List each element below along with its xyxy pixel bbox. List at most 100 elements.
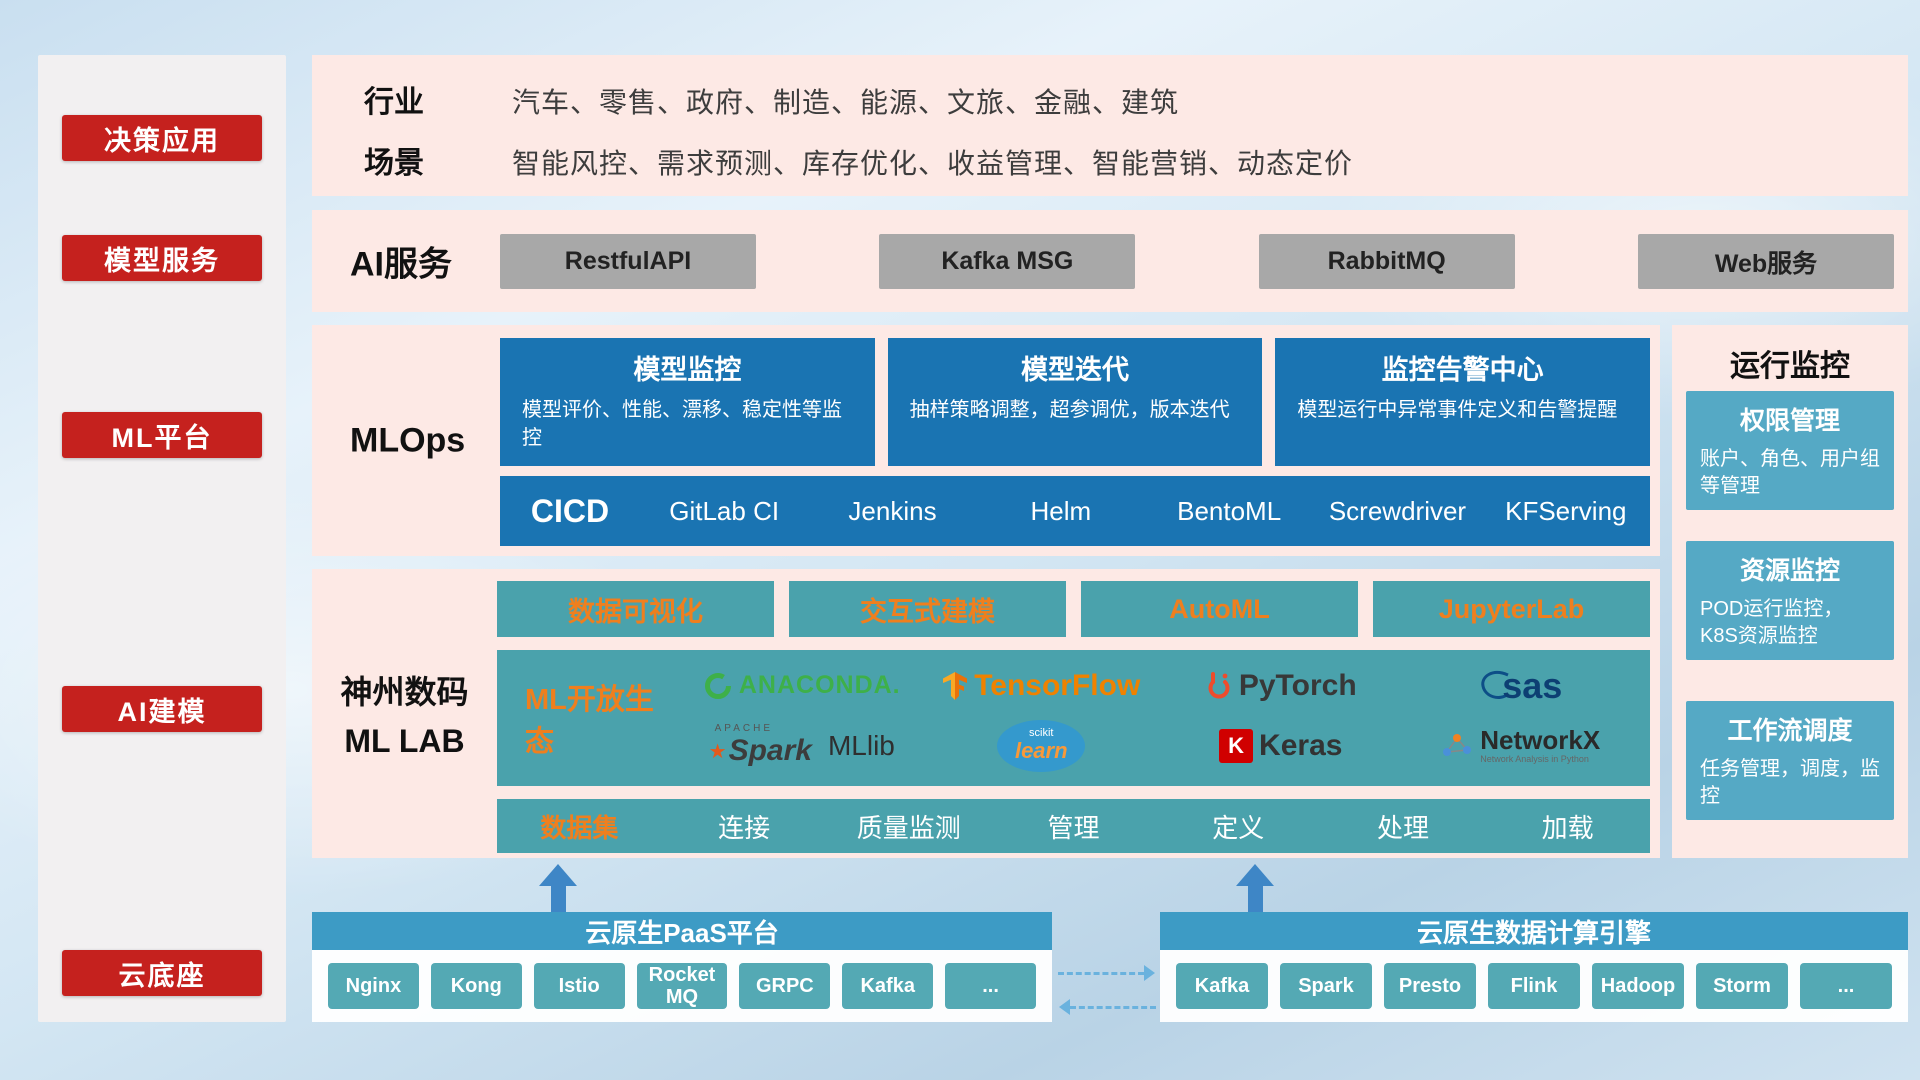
tensorflow-text: TensorFlow bbox=[974, 668, 1141, 702]
spark-mllib-logo: APACHE ★ Spark MLlib bbox=[709, 723, 895, 768]
apache-label: APACHE bbox=[714, 723, 774, 734]
runtime-monitoring-panel: 运行监控 权限管理 账户、角色、用户组等管理 资源监控 POD运行监控，K8S资… bbox=[1672, 325, 1908, 858]
sidebar-item-ml-platform[interactable]: ML平台 bbox=[62, 412, 262, 458]
paas-chip-nginx[interactable]: Nginx bbox=[328, 963, 419, 1009]
ai-service-buttons: RestfulAPI Kafka MSG RabbitMQ Web服务 bbox=[500, 234, 1894, 289]
sas-text: sas bbox=[1502, 664, 1563, 706]
industry-row: 行业 汽车、零售、政府、制造、能源、文旅、金融、建筑 bbox=[364, 77, 1888, 121]
anaconda-logo: ANACONDA. bbox=[703, 671, 901, 701]
tensorflow-logo: TensorFlow bbox=[942, 669, 1140, 703]
scene-row: 场景 智能风控、需求预测、库存优化、收益管理、智能营销、动态定价 bbox=[364, 138, 1888, 182]
sidebar-item-decision-apps[interactable]: 决策应用 bbox=[62, 115, 262, 161]
engine-chip-storm[interactable]: Storm bbox=[1696, 963, 1788, 1009]
kafka-msg-button[interactable]: Kafka MSG bbox=[879, 234, 1136, 289]
paas-chip-grpc[interactable]: GRPC bbox=[739, 963, 831, 1009]
cicd-item-jenkins: Jenkins bbox=[848, 495, 937, 526]
dashed-arrow-left bbox=[1070, 1006, 1156, 1009]
keras-text: Keras bbox=[1259, 728, 1343, 762]
dataset-bar: 数据集 连接 质量监测 管理 定义 处理 加载 bbox=[497, 799, 1650, 853]
paas-chip-kong[interactable]: Kong bbox=[430, 963, 522, 1009]
cicd-bar: CICD GitLab CI Jenkins Helm BentoML Scre… bbox=[500, 476, 1650, 546]
mllab-panel: 神州数码 ML LAB 数据可视化 交互式建模 AutoML JupyterLa… bbox=[312, 569, 1660, 858]
pytorch-icon bbox=[1208, 671, 1230, 698]
engine-chip-hadoop[interactable]: Hadoop bbox=[1592, 963, 1684, 1009]
dataset-step-process: 处理 bbox=[1376, 812, 1429, 843]
sidebar-item-ai-modeling[interactable]: AI建模 bbox=[62, 686, 262, 732]
spark-text: Spark bbox=[728, 734, 812, 767]
spark-wordmark: APACHE ★ Spark bbox=[709, 723, 812, 768]
card-desc: 模型运行中异常事件定义和告警提醒 bbox=[1297, 399, 1618, 421]
mlops-cards: 模型监控 模型评价、性能、漂移、稳定性等监控 模型迭代 抽样策略调整，超参调优，… bbox=[500, 338, 1651, 466]
scikit-label: scikit bbox=[1029, 726, 1054, 739]
ml-ecosystem-box: ML开放生态 ANACONDA. TensorFlow bbox=[497, 650, 1650, 786]
card-title: 模型迭代 bbox=[1021, 355, 1129, 385]
scikit-learn-blob: scikit learn bbox=[997, 719, 1086, 772]
dashed-arrow-right bbox=[1058, 972, 1144, 975]
web-service-button[interactable]: Web服务 bbox=[1637, 234, 1894, 289]
paas-chip-istio[interactable]: Istio bbox=[533, 963, 625, 1009]
restfulapi-button[interactable]: RestfulAPI bbox=[500, 234, 756, 289]
paas-platform-header: 云原生PaaS平台 bbox=[312, 912, 1052, 950]
mlops-label: MLOps bbox=[350, 421, 466, 459]
cicd-label: CICD bbox=[530, 492, 610, 529]
card-title: 工作流调度 bbox=[1727, 717, 1853, 745]
tool-interactive-modeling[interactable]: 交互式建模 bbox=[789, 581, 1066, 637]
industry-list: 汽车、零售、政府、制造、能源、文旅、金融、建筑 bbox=[512, 87, 1180, 118]
tool-data-visualization[interactable]: 数据可视化 bbox=[497, 581, 774, 637]
networkx-logo: NetworkX Network Analysis in Python bbox=[1440, 726, 1600, 764]
mlops-panel: MLOps 模型监控 模型评价、性能、漂移、稳定性等监控 模型迭代 抽样策略调整… bbox=[312, 325, 1660, 556]
pytorch-text: PyTorch bbox=[1238, 668, 1357, 702]
anaconda-icon bbox=[704, 672, 731, 699]
tool-automl[interactable]: AutoML bbox=[1081, 581, 1358, 637]
ai-service-label: AI服务 bbox=[350, 245, 452, 284]
model-monitoring-card: 模型监控 模型评价、性能、漂移、稳定性等监控 bbox=[500, 338, 875, 466]
dataset-step-define: 定义 bbox=[1212, 812, 1265, 843]
sas-logo: sas bbox=[1478, 665, 1562, 707]
model-iteration-card: 模型迭代 抽样策略调整，超参调优，版本迭代 bbox=[887, 338, 1263, 466]
engine-chip-presto[interactable]: Presto bbox=[1384, 963, 1476, 1009]
scikit-learn-logo: scikit learn bbox=[997, 719, 1086, 772]
cicd-item-bentoml: BentoML bbox=[1177, 495, 1282, 526]
card-desc: 任务管理，调度，监控 bbox=[1700, 758, 1880, 807]
paas-chip-more[interactable]: ... bbox=[945, 963, 1037, 1009]
dashed-arrow-left-head bbox=[1059, 999, 1070, 1015]
paas-chip-rocketmq[interactable]: RocketMQ bbox=[636, 963, 728, 1009]
engine-chip-spark[interactable]: Spark bbox=[1280, 963, 1372, 1009]
paas-chip-kafka[interactable]: Kafka bbox=[842, 963, 934, 1009]
sidebar-item-model-service[interactable]: 模型服务 bbox=[62, 235, 262, 281]
card-title: 权限管理 bbox=[1739, 407, 1840, 435]
dashed-arrow-right-head bbox=[1144, 965, 1155, 981]
runtime-monitoring-title: 运行监控 bbox=[1730, 350, 1850, 383]
card-desc: 模型评价、性能、漂移、稳定性等监控 bbox=[522, 399, 842, 449]
workflow-scheduling-card: 工作流调度 任务管理，调度，监控 bbox=[1686, 701, 1894, 820]
card-desc: 抽样策略调整，超参调优，版本迭代 bbox=[909, 399, 1230, 421]
scene-list: 智能风控、需求预测、库存优化、收益管理、智能营销、动态定价 bbox=[512, 148, 1354, 179]
ml-ecosystem-label: ML开放生态 bbox=[525, 684, 654, 758]
sidebar-item-cloud-base[interactable]: 云底座 bbox=[62, 950, 262, 996]
pytorch-logo: PyTorch bbox=[1205, 669, 1357, 703]
dataset-step-load: 加载 bbox=[1541, 812, 1594, 843]
networkx-text: NetworkX bbox=[1480, 725, 1601, 756]
business-panel: 行业 汽车、零售、政府、制造、能源、文旅、金融、建筑 场景 智能风控、需求预测、… bbox=[312, 55, 1908, 196]
keras-k-icon: K bbox=[1219, 728, 1254, 763]
anaconda-text: ANACONDA. bbox=[738, 671, 901, 699]
ai-service-panel: AI服务 RestfulAPI Kafka MSG RabbitMQ Web服务 bbox=[312, 210, 1908, 312]
left-category-sidebar: 决策应用 模型服务 ML平台 AI建模 云底座 bbox=[38, 55, 286, 1022]
engine-chip-more[interactable]: ... bbox=[1800, 963, 1892, 1009]
cicd-item-kfserving: KFServing bbox=[1505, 495, 1627, 526]
spark-star-icon: ★ bbox=[708, 740, 727, 763]
tensorflow-icon bbox=[943, 671, 968, 700]
rabbitmq-button[interactable]: RabbitMQ bbox=[1258, 234, 1515, 289]
resource-monitoring-card: 资源监控 POD运行监控，K8S资源监控 bbox=[1686, 541, 1894, 660]
card-desc: 账户、角色、用户组等管理 bbox=[1700, 448, 1880, 497]
engine-chip-flink[interactable]: Flink bbox=[1488, 963, 1580, 1009]
mllib-text: MLlib bbox=[827, 729, 895, 761]
sas-swoosh-icon bbox=[1481, 670, 1510, 699]
engine-chip-strip: Kafka Spark Presto Flink Hadoop Storm ..… bbox=[1160, 950, 1908, 1022]
cicd-item-helm: Helm bbox=[1030, 495, 1092, 526]
dataset-step-manage: 管理 bbox=[1047, 812, 1100, 843]
engine-chip-kafka[interactable]: Kafka bbox=[1176, 963, 1268, 1009]
tool-jupyterlab[interactable]: JupyterLab bbox=[1373, 581, 1650, 637]
up-arrow-engine bbox=[1236, 864, 1274, 912]
